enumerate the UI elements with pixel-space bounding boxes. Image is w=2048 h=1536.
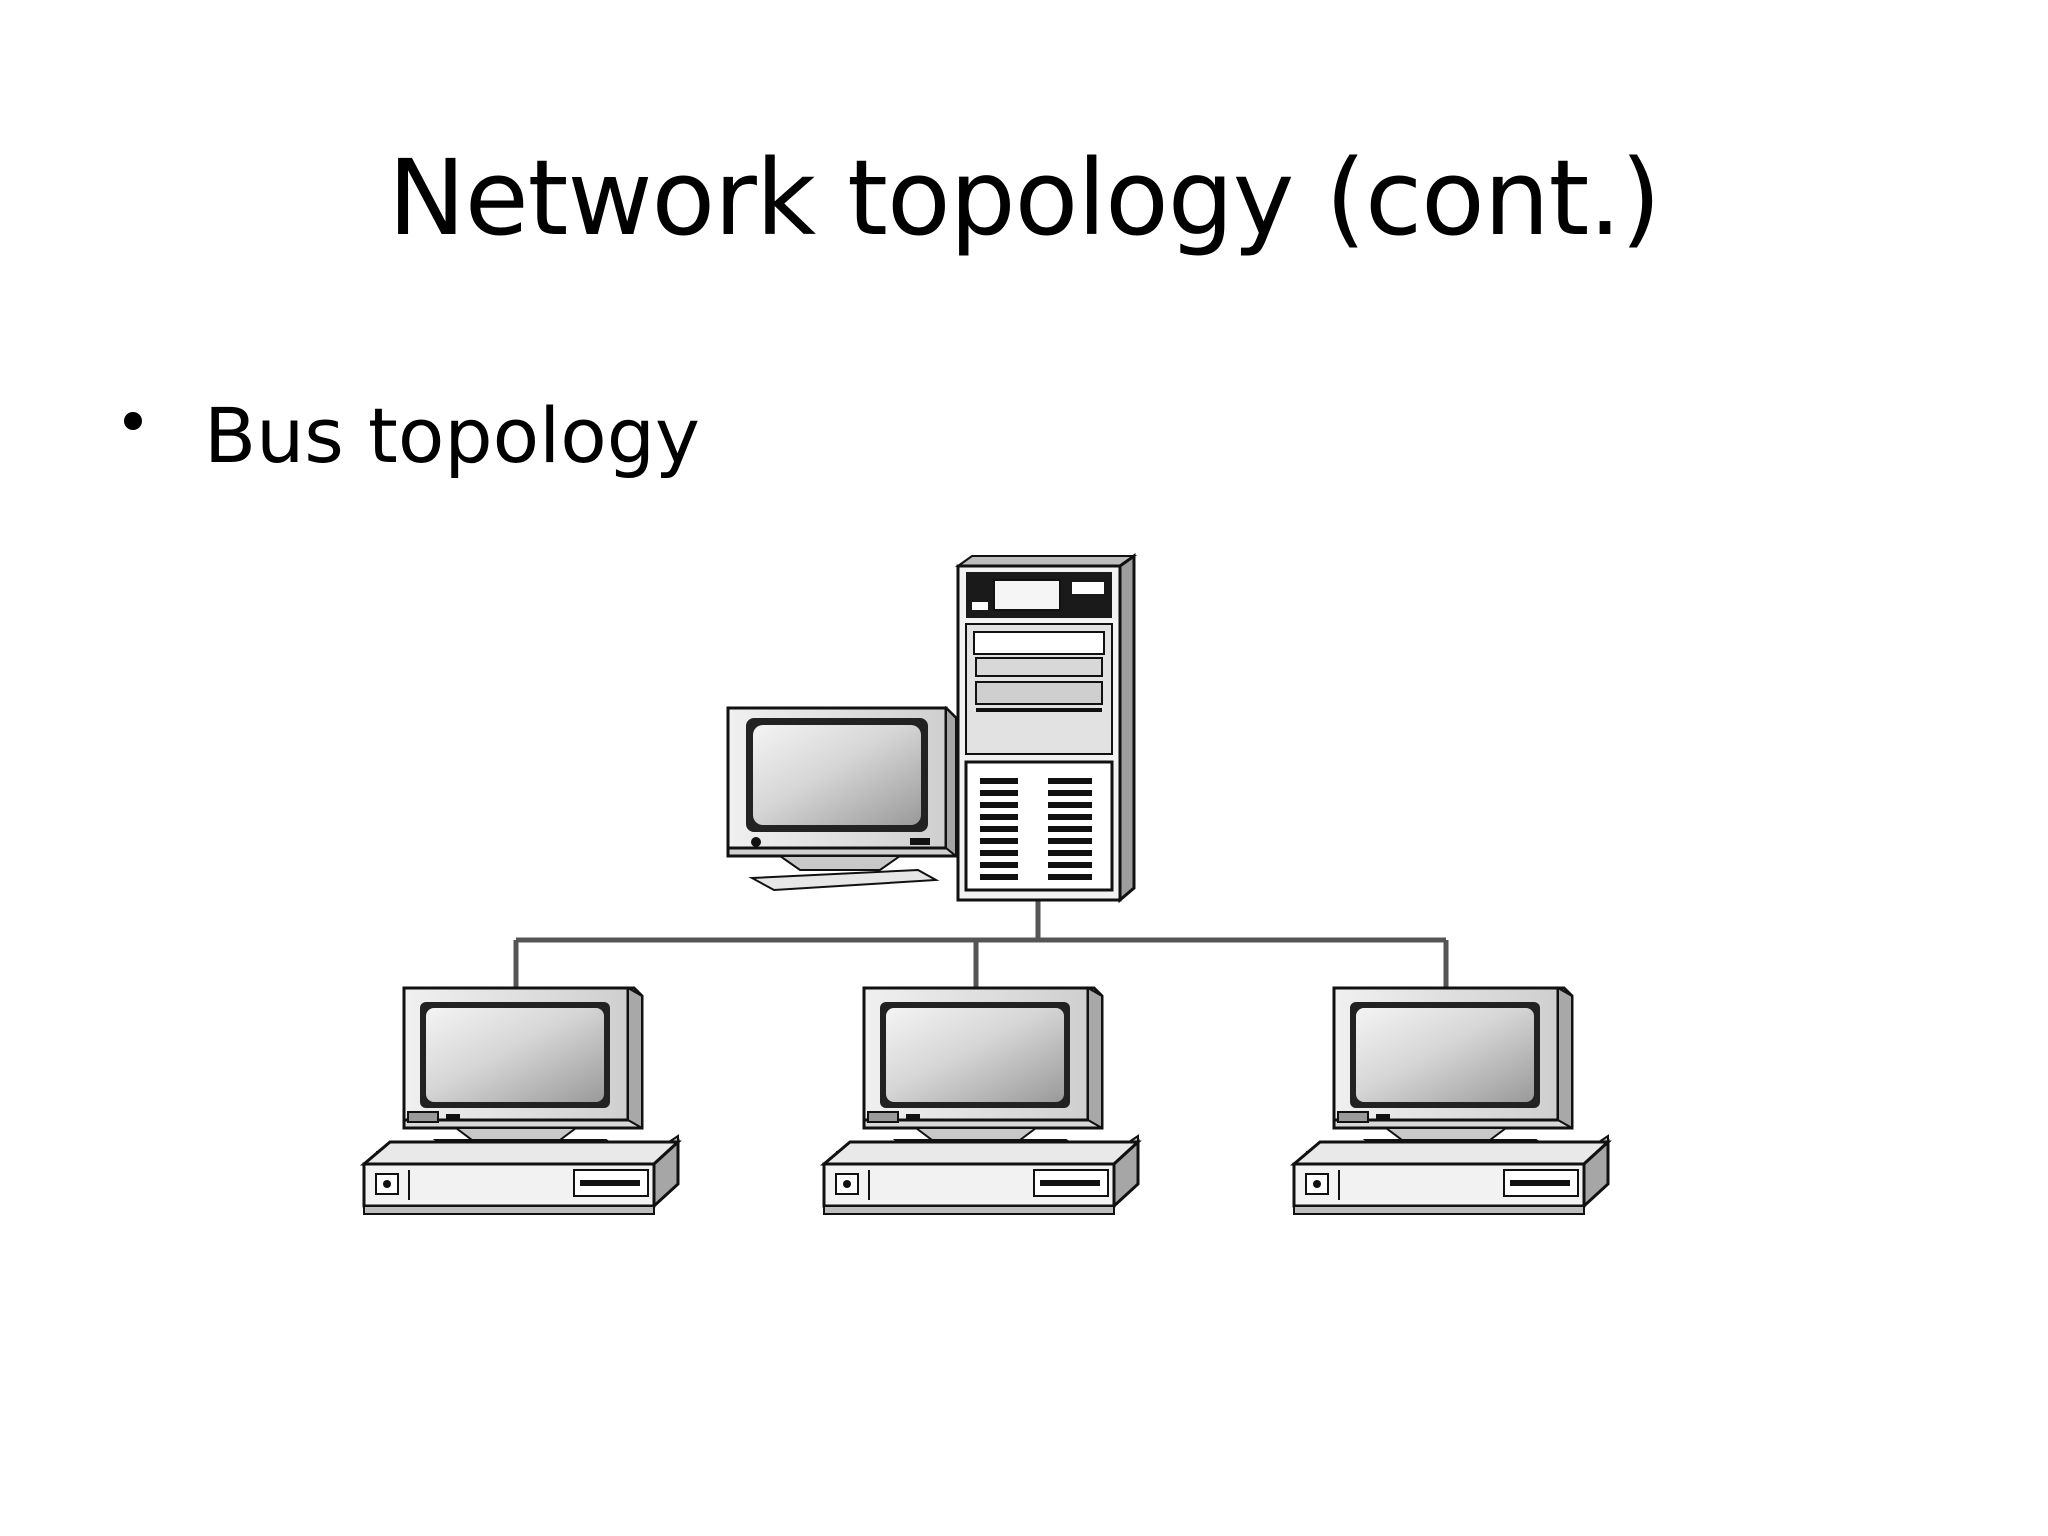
server-monitor-icon bbox=[726, 705, 958, 892]
bullet-item: Bus topology bbox=[124, 386, 700, 486]
bullet-list: Bus topology bbox=[124, 386, 700, 486]
slide-title: Network topology (cont.) bbox=[387, 137, 1661, 259]
bullet-text: Bus topology bbox=[204, 391, 700, 480]
workstation-3-icon bbox=[1292, 986, 1610, 1216]
server-grille bbox=[980, 778, 1092, 880]
server-node bbox=[726, 553, 1138, 904]
bullet-dot-icon bbox=[124, 412, 142, 430]
workstation-1-icon bbox=[362, 986, 680, 1216]
server-tower-icon bbox=[954, 553, 1138, 904]
workstation-2-icon bbox=[822, 986, 1140, 1216]
